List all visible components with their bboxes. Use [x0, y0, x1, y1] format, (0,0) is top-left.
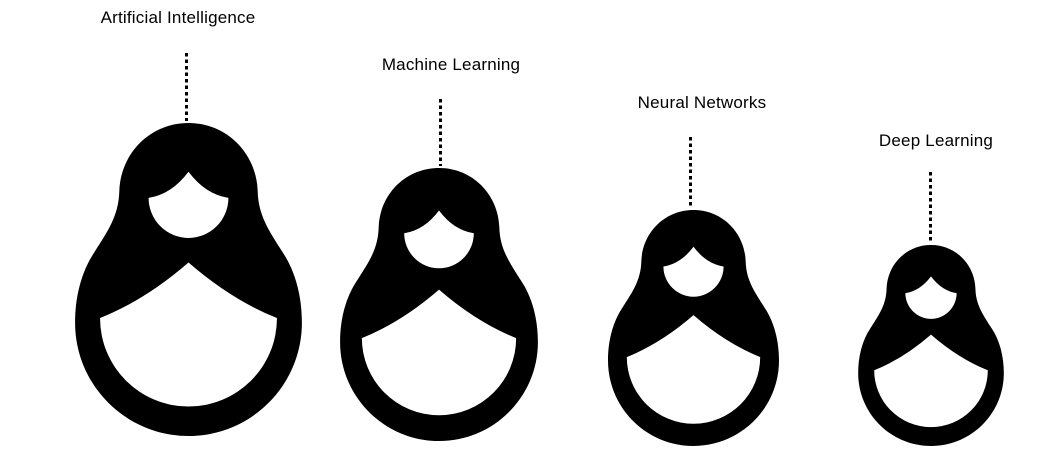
label-neural-networks: Neural Networks [637, 93, 767, 112]
matryoshka-doll-icon-neural-networks [608, 210, 779, 446]
label-machine-learning: Machine Learning [381, 55, 521, 74]
label-artificial-intelligence: Artificial Intelligence [100, 8, 256, 27]
leader-line-artificial-intelligence [185, 53, 188, 121]
leader-line-neural-networks [689, 137, 692, 206]
matryoshka-doll-icon-machine-learning [340, 168, 538, 441]
leader-line-deep-learning [929, 172, 932, 241]
leader-line-machine-learning [439, 99, 442, 166]
matryoshka-doll-icon-artificial-intelligence [75, 123, 302, 436]
label-deep-learning: Deep Learning [878, 131, 994, 150]
matryoshka-doll-icon-deep-learning [858, 245, 1004, 446]
